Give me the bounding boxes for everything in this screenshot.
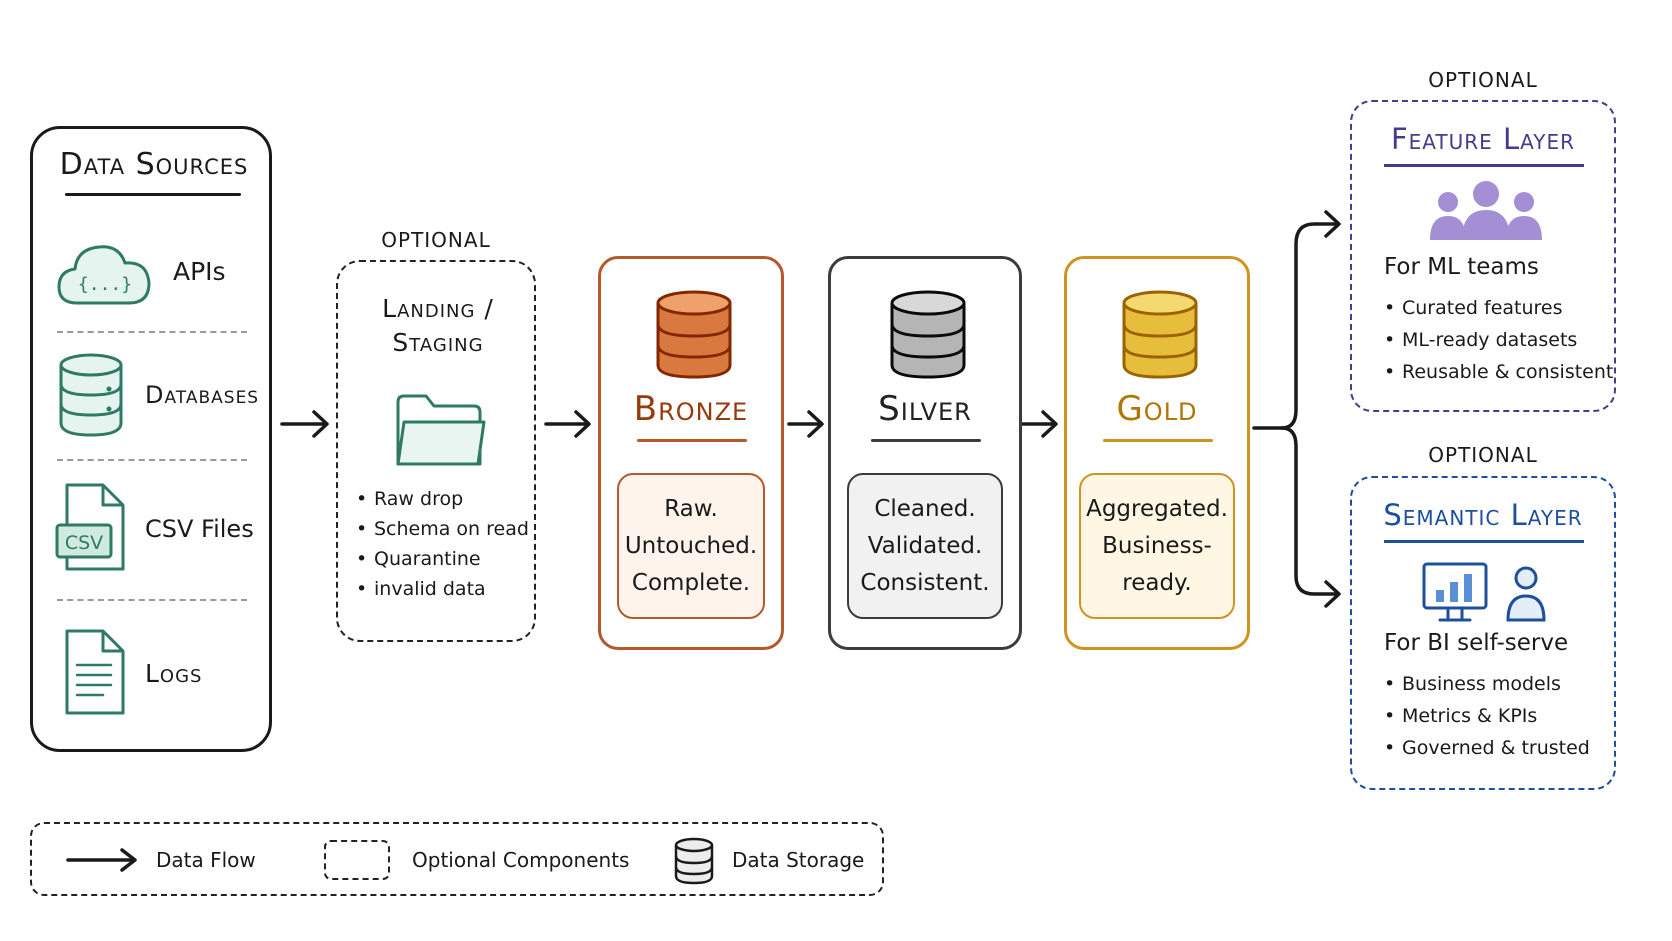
api-braces-text: {...} <box>78 274 132 295</box>
legend-optional-label: Optional Components <box>412 848 630 872</box>
bronze-underline <box>637 439 747 442</box>
feature-bullet: Curated features <box>1384 292 1614 324</box>
source-item-csv-files: CSV CSV Files <box>55 481 265 573</box>
source-label-logs: Logs <box>145 659 203 688</box>
dashboard-icon <box>1422 562 1546 622</box>
landing-title-line1: Landing / <box>382 294 494 323</box>
source-item-logs: Logs <box>55 627 255 719</box>
legend-data-storage-label: Data Storage <box>732 848 865 872</box>
arrow-legend-icon <box>66 848 137 872</box>
gold-underline <box>1103 439 1213 442</box>
silver-layer-box: Silver Cleaned. Validated. Consistent. <box>828 256 1022 650</box>
source-label-databases: Databases <box>145 381 260 409</box>
semantic-bullet: Business models <box>1384 668 1614 700</box>
landing-bullet-continuation: invalid data <box>356 574 536 604</box>
semantic-subtitle: For BI self-serve <box>1384 630 1569 656</box>
gold-description: Aggregated. Business-ready. <box>1079 473 1235 619</box>
gold-layer-box: Gold Aggregated. Business-ready. <box>1064 256 1250 650</box>
source-item-databases: Databases <box>55 351 265 441</box>
bronze-desc-line: Complete. <box>631 569 751 596</box>
feature-title: Feature Layer <box>1390 122 1576 156</box>
arrow-landing-to-bronze <box>544 410 591 438</box>
landing-title: Landing / Staging <box>338 292 538 360</box>
silver-desc-line: Cleaned. <box>874 495 976 522</box>
feature-subtitle: For ML teams <box>1384 254 1539 280</box>
gold-desc-line: Aggregated. <box>1086 495 1228 522</box>
silver-desc-line: Validated. <box>867 532 983 559</box>
bronze-title: Bronze <box>633 389 749 429</box>
landing-bullet: Quarantine <box>356 544 536 574</box>
landing-optional-label: OPTIONAL <box>381 228 491 252</box>
landing-bullet: Schema on read <box>356 514 536 544</box>
csv-file-icon: CSV <box>55 483 125 571</box>
semantic-bullet-list: Business models Metrics & KPIs Governed … <box>1384 668 1614 764</box>
cloud-api-icon: {...} <box>57 245 151 305</box>
bronze-database-icon <box>656 290 732 379</box>
semantic-layer-box: Semantic Layer For BI self-serve Busines… <box>1350 476 1616 790</box>
source-label-csv-files: CSV Files <box>145 515 254 543</box>
folder-icon <box>396 394 486 466</box>
silver-desc-line: Consistent. <box>860 569 990 596</box>
source-divider <box>57 599 247 601</box>
data-sources-title: Data Sources <box>59 147 249 182</box>
arrow-sources-to-landing <box>280 410 329 438</box>
semantic-bullet: Metrics & KPIs <box>1384 700 1614 732</box>
data-sources-panel: Data Sources {...} APIs Databases <box>30 126 272 752</box>
semantic-underline <box>1384 540 1584 543</box>
semantic-bullet: Governed & trusted <box>1384 732 1614 764</box>
silver-database-icon <box>890 290 966 379</box>
feature-bullet: Reusable & consistent <box>1384 356 1614 388</box>
silver-underline <box>871 439 981 442</box>
csv-icon-text: CSV <box>65 532 103 554</box>
landing-bullet: Raw drop <box>356 484 536 514</box>
feature-optional-label: OPTIONAL <box>1428 68 1538 92</box>
source-label-apis: APIs <box>173 257 226 286</box>
feature-layer-box: Feature Layer For ML teams Curated featu… <box>1350 100 1616 412</box>
gold-database-icon <box>1122 290 1198 379</box>
team-icon <box>1430 181 1542 240</box>
silver-title: Silver <box>878 389 972 429</box>
data-sources-underline <box>65 193 241 196</box>
arrow-bronze-to-silver <box>787 410 824 438</box>
landing-staging-box: Landing / Staging Raw drop Schema on rea… <box>336 260 536 642</box>
semantic-title: Semantic Layer <box>1383 498 1583 532</box>
silver-description: Cleaned. Validated. Consistent. <box>847 473 1003 619</box>
legend-data-flow-label: Data Flow <box>156 848 256 872</box>
bronze-description: Raw. Untouched. Complete. <box>617 473 765 619</box>
source-item-apis: {...} APIs <box>55 233 255 313</box>
bronze-desc-line: Raw. <box>664 495 718 522</box>
log-file-icon <box>65 629 125 715</box>
gold-desc-line: Business-ready. <box>1102 532 1212 596</box>
landing-title-line2: Staging <box>392 328 484 357</box>
gold-title: Gold <box>1116 389 1198 429</box>
source-divider <box>57 459 247 461</box>
legend-box: Data Flow Optional Components Data Stora… <box>30 822 884 896</box>
bronze-desc-line: Untouched. <box>624 532 758 559</box>
database-icon <box>59 353 123 437</box>
arrow-gold-to-branches <box>1252 210 1341 608</box>
feature-bullet-list: Curated features ML-ready datasets Reusa… <box>1384 292 1614 388</box>
landing-bullet-list: Raw drop Schema on read Quarantine inval… <box>356 484 536 604</box>
feature-underline <box>1384 164 1584 167</box>
bronze-layer-box: Bronze Raw. Untouched. Complete. <box>598 256 784 650</box>
dashed-box-legend-icon <box>324 840 390 880</box>
source-divider <box>57 331 247 333</box>
feature-bullet: ML-ready datasets <box>1384 324 1614 356</box>
semantic-optional-label: OPTIONAL <box>1428 443 1538 467</box>
arrow-silver-to-gold <box>1021 410 1058 438</box>
database-legend-icon <box>674 837 714 885</box>
